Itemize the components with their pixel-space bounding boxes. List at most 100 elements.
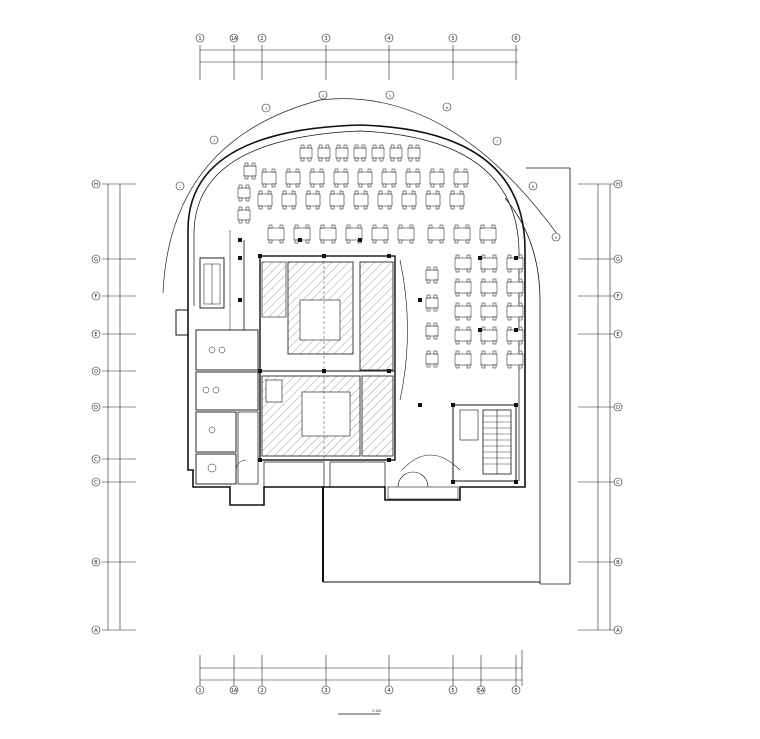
chair [411, 205, 416, 210]
dining-table [506, 281, 524, 294]
chair [245, 219, 250, 224]
axis-label-arc: 7 [496, 140, 498, 144]
chair [435, 190, 440, 195]
top-dimension-lines [199, 45, 518, 80]
column [298, 238, 302, 242]
chair [358, 168, 363, 173]
chair [354, 205, 359, 210]
axis-label-arc: 4 [322, 94, 324, 98]
chair [398, 224, 403, 229]
dining-table [257, 193, 273, 207]
dining-table [454, 353, 472, 366]
dining-table [305, 193, 321, 207]
chair [481, 292, 486, 297]
chair [390, 144, 395, 149]
chair [518, 254, 523, 259]
chair [426, 307, 431, 312]
dining-table [454, 281, 472, 294]
chair [339, 205, 344, 210]
chair [459, 205, 464, 210]
dining-table [377, 193, 393, 207]
dining-table [480, 329, 498, 342]
dining-table [479, 227, 497, 241]
chair [238, 197, 243, 202]
chair [286, 183, 291, 188]
axis-label-left: F [95, 294, 98, 300]
column [451, 480, 455, 484]
chair [383, 239, 388, 244]
chair [262, 183, 267, 188]
axis-label-top: 5 [451, 36, 454, 42]
axis-label-right: E [616, 332, 619, 338]
drawing-scale: 1:100 [372, 709, 381, 713]
dining-table [309, 171, 325, 185]
chair [454, 239, 459, 244]
chair [320, 239, 325, 244]
axis-label-left: H [94, 182, 98, 188]
chair [398, 239, 403, 244]
chair [271, 168, 276, 173]
chair [267, 190, 272, 195]
chair [481, 340, 486, 345]
axis-label-arc: 5 [389, 94, 391, 98]
chair [455, 326, 460, 331]
dining-table [243, 165, 257, 177]
chair [346, 224, 351, 229]
dining-table [454, 329, 472, 342]
axis-label-top: 2 [260, 36, 263, 42]
chair [518, 292, 523, 297]
chair [387, 190, 392, 195]
chair [481, 350, 486, 355]
chair [294, 239, 299, 244]
dining-table [425, 353, 439, 365]
chair [466, 350, 471, 355]
dining-table [353, 147, 367, 159]
left-service-rooms [195, 230, 259, 485]
chair [491, 224, 496, 229]
chair [492, 364, 497, 369]
chair [466, 302, 471, 307]
chair [387, 205, 392, 210]
chair [518, 316, 523, 321]
column [238, 298, 242, 302]
chair [455, 254, 460, 259]
chair [481, 254, 486, 259]
chair [402, 205, 407, 210]
chair [367, 183, 372, 188]
column [514, 328, 518, 332]
column [387, 458, 391, 462]
chair [390, 157, 395, 162]
dining-table [453, 227, 471, 241]
chair [507, 254, 512, 259]
chair [244, 162, 249, 167]
chair [433, 322, 438, 327]
chair [426, 350, 431, 355]
chair [291, 205, 296, 210]
column [258, 458, 262, 462]
chair [492, 292, 497, 297]
axis-label-top: 1A [231, 36, 238, 42]
chair [305, 239, 310, 244]
column [322, 369, 326, 373]
axis-label-bottom: 1 [198, 688, 201, 694]
dining-table [281, 193, 297, 207]
chair [331, 239, 336, 244]
dining-table [427, 227, 445, 241]
chair [426, 294, 431, 299]
left-dimension-lines [102, 183, 136, 631]
chair [518, 340, 523, 345]
chair [268, 239, 273, 244]
dining-table [371, 227, 389, 241]
chair [282, 205, 287, 210]
chair [363, 205, 368, 210]
chair [439, 224, 444, 229]
chair [286, 168, 291, 173]
column [322, 254, 326, 258]
dining-table [405, 171, 421, 185]
chair [330, 190, 335, 195]
chair [426, 363, 431, 368]
chair [325, 144, 330, 149]
chair [354, 190, 359, 195]
chair [459, 190, 464, 195]
chair [315, 205, 320, 210]
